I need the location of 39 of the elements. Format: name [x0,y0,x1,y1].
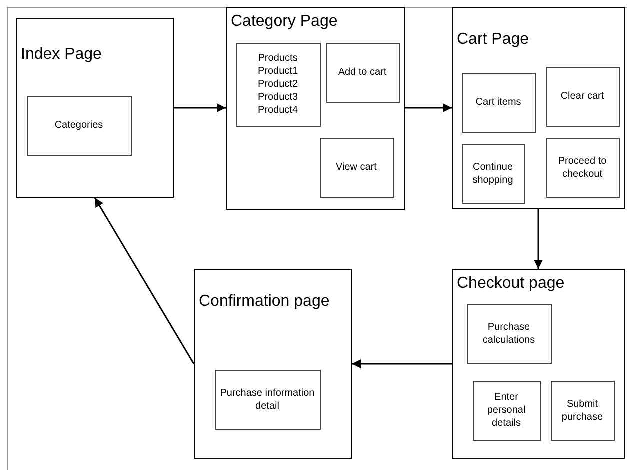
page-box [452,269,625,459]
page-box [194,269,352,459]
component-box [462,72,536,132]
component-box [550,380,614,440]
component-label: Products Product1 Product2 Product3 Product4 [256,52,300,117]
arrow [352,360,452,368]
page-title: Category Page [231,12,338,32]
component-label: Cart items [476,96,522,109]
arrow [534,209,543,269]
page-title: Cart Page [457,30,530,50]
page-box [16,18,174,198]
component-label: Proceed to checkout [557,154,608,180]
component-box [462,144,524,204]
component-label: Add to cart [338,66,387,79]
component-box [326,42,400,102]
component-label: Categories [54,119,104,132]
page-box [452,7,625,209]
component-box [26,96,132,156]
page-title: Confirmation page [199,292,330,312]
component-box [546,66,620,126]
page-title: Index Page [21,45,102,65]
component-label: Clear cart [560,90,604,103]
component-label: Purchase calculations [482,320,536,346]
component-box [472,380,540,440]
page-box [226,7,405,210]
component-label: Purchase information detail [220,386,316,412]
component-box [214,370,320,430]
component-label: Enter personal details [486,391,527,430]
component-box [320,138,394,198]
arrow [94,198,195,364]
component-box [466,304,552,364]
arrow [174,104,226,112]
arrow [405,104,452,112]
page-title: Checkout page [457,274,565,294]
component-box [236,42,320,126]
component-label: Continue shopping [472,160,514,186]
component-label: View cart [336,161,377,174]
component-box [546,138,620,198]
component-label: Submit purchase [560,398,604,424]
